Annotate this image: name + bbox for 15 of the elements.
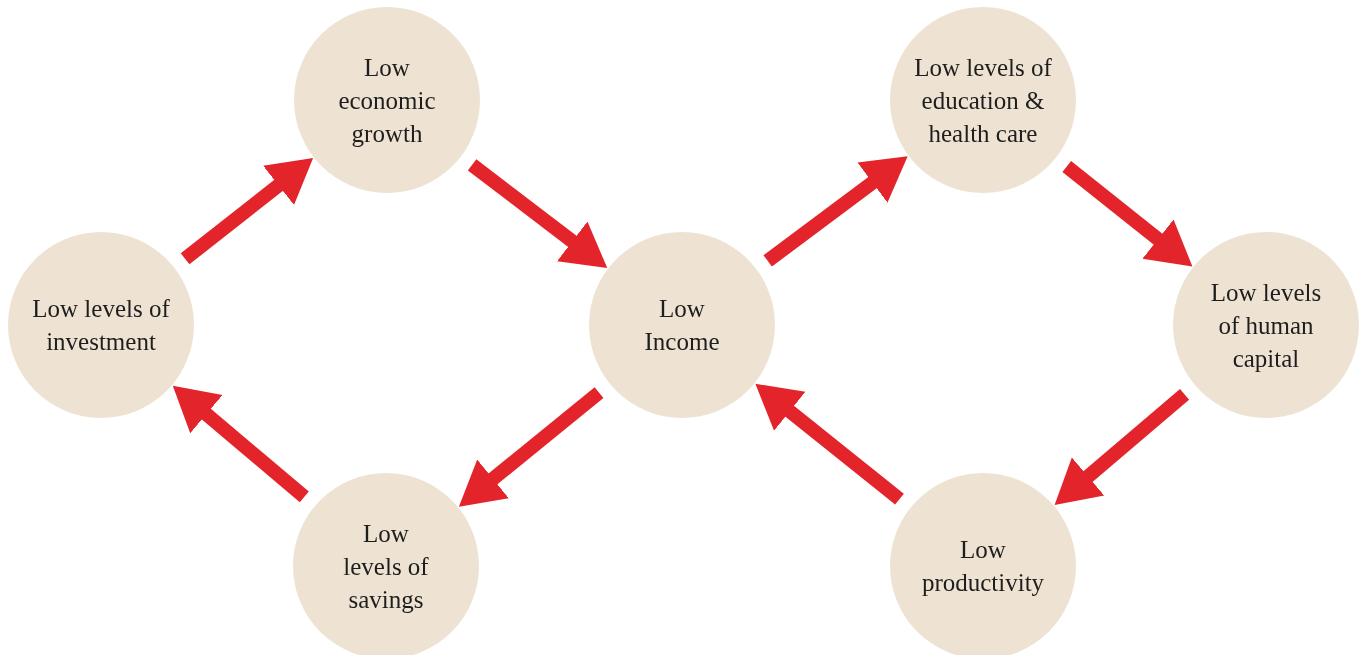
node-label: Low Income: [643, 294, 721, 357]
arrow: [763, 156, 908, 267]
arrow: [180, 158, 314, 265]
node-label: Low economic growth: [337, 52, 437, 149]
node-label: Low productivity: [920, 535, 1046, 598]
arrow: [755, 383, 904, 505]
node-label: Low levels of savings: [342, 518, 430, 615]
node-label: Low levels of human capital: [1209, 277, 1323, 374]
node-label: Low levels of education & health care: [913, 52, 1053, 149]
arrow: [1054, 389, 1190, 506]
arrow: [1062, 161, 1193, 267]
arrow: [172, 385, 309, 503]
arrow: [467, 159, 608, 268]
node-label: Low levels of investment: [31, 294, 171, 357]
arrow: [458, 387, 604, 507]
